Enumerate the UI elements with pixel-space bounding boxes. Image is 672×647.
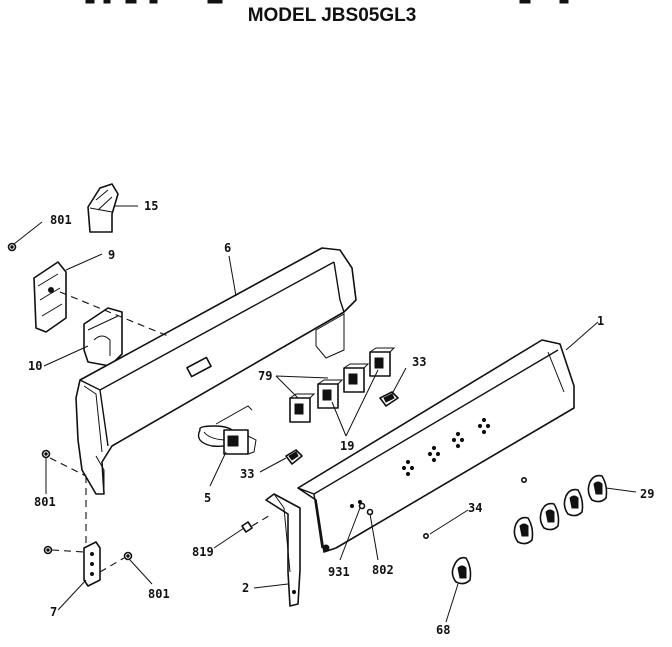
part-29-knobs	[513, 474, 608, 545]
part-6-backguard	[75, 247, 357, 495]
cropped-header-text	[85, 0, 569, 4]
label-9: 9	[108, 248, 115, 262]
label-801-mid: 801	[34, 495, 56, 509]
label-6: 6	[224, 241, 231, 255]
switch-2	[317, 379, 344, 409]
screw-819	[241, 521, 253, 533]
assembly-lines	[49, 291, 273, 573]
knob-1	[513, 516, 534, 545]
label-79: 79	[258, 369, 272, 383]
callout-labels: 801 15 9 6 10 1 79 33 19 5 33 801 29 34 …	[28, 199, 654, 637]
part-2-side-trim	[265, 493, 301, 607]
label-801-top: 801	[50, 213, 72, 227]
part-5-thermostat	[197, 405, 257, 455]
label-33-left: 33	[240, 467, 254, 481]
part-15-clip	[87, 183, 119, 233]
panel-hole-pattern	[349, 417, 491, 509]
label-5: 5	[204, 491, 211, 505]
diagram-title: MODEL JBS05GL3	[248, 5, 417, 26]
screw-801-mid	[41, 449, 51, 459]
label-7: 7	[50, 605, 57, 619]
label-34: 34	[468, 501, 482, 515]
part-9-bracket	[33, 261, 67, 333]
label-10: 10	[28, 359, 42, 373]
knob-3	[563, 488, 584, 517]
part-7-bracket	[83, 541, 101, 587]
label-819: 819	[192, 545, 214, 559]
part-19-switches	[289, 347, 396, 423]
part-33-clip-right	[379, 391, 399, 407]
label-802: 802	[372, 563, 394, 577]
screw-801-top	[7, 242, 17, 252]
screw-931	[358, 502, 366, 510]
label-19: 19	[340, 439, 354, 453]
label-68: 68	[436, 623, 450, 637]
part-34-pin	[422, 476, 527, 539]
switch-3	[343, 363, 370, 393]
part-68-knob	[451, 556, 472, 585]
screw-801-right	[123, 551, 133, 561]
label-29: 29	[640, 487, 654, 501]
label-15: 15	[144, 199, 158, 213]
screw-802	[366, 508, 374, 516]
screw-801-lower	[43, 545, 53, 555]
part-10-bracket	[83, 307, 123, 367]
label-1: 1	[597, 314, 604, 328]
part-1-control-panel	[297, 339, 575, 553]
switch-4	[369, 347, 396, 377]
leader-lines	[13, 205, 637, 623]
part-33-clip-left	[285, 449, 303, 465]
label-931: 931	[328, 565, 350, 579]
label-2: 2	[242, 581, 249, 595]
switch-1	[289, 393, 316, 423]
knob-2	[539, 502, 560, 531]
label-33-right: 33	[412, 355, 426, 369]
knob-4	[587, 474, 608, 503]
label-801-right: 801	[148, 587, 170, 601]
